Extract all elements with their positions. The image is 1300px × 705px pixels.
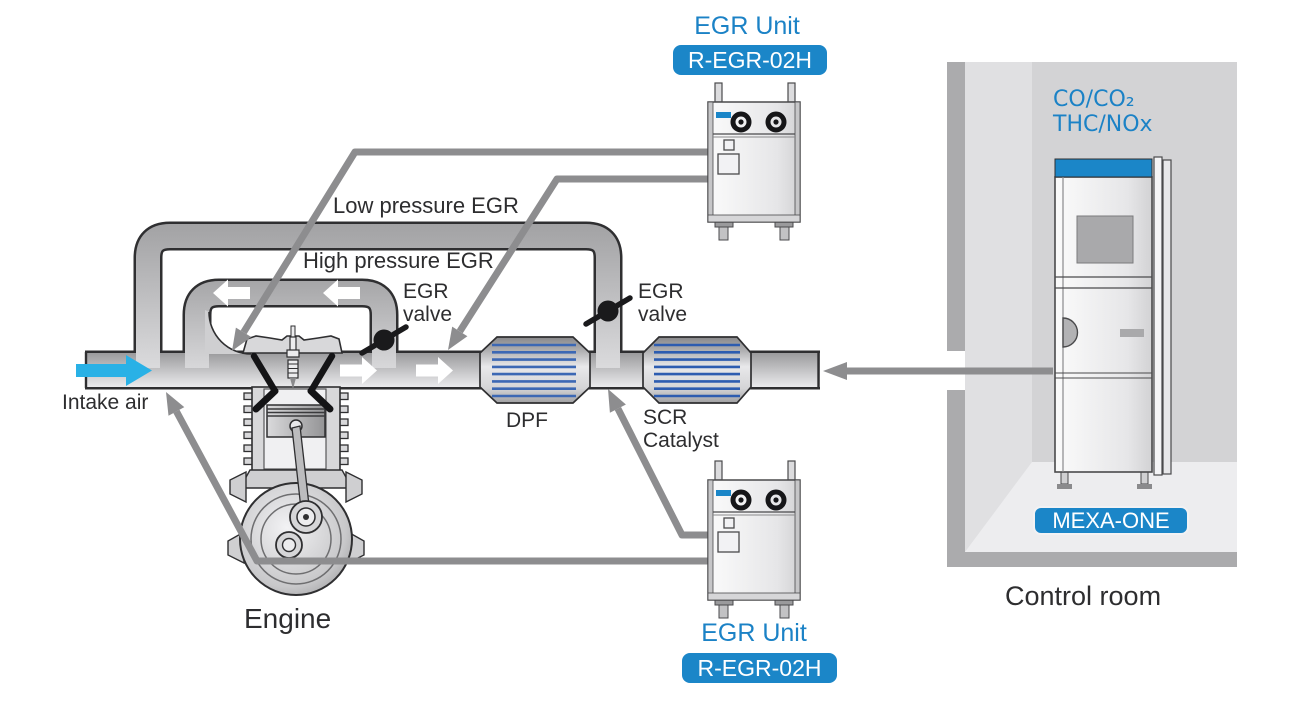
injector-tip: [290, 378, 296, 389]
crank-pin-center: [303, 514, 309, 520]
high-pressure-egr-pipe: [185, 281, 396, 368]
egr-unit-top-model-badge: R-EGR-02H: [673, 45, 827, 75]
analyzer-foot-base: [1057, 484, 1072, 489]
dpf-label: DPF: [506, 409, 548, 432]
engine-injector: [286, 325, 300, 389]
egr-valve-icon: [583, 295, 633, 327]
flow-arrow-right: [416, 357, 453, 384]
engine-illustration: [227, 325, 365, 596]
analyzer-open-door: [1153, 156, 1163, 476]
sample-arrowhead: [166, 392, 185, 416]
hp-egr-merge-fillet: [205, 310, 251, 354]
analyzer-blue-top: [1054, 158, 1153, 178]
sample-line-bottom-unit-intake: [173, 409, 708, 565]
analyzer-door-handle: [1062, 317, 1079, 348]
analyzer-foot-base: [1137, 484, 1152, 489]
engine-cooling-fins: [243, 392, 349, 466]
flow-arrow-left: [213, 279, 250, 307]
control-room-side-wall: [965, 62, 1032, 552]
egr-valve-label-line2: valve: [403, 302, 453, 326]
egr-valve-label-line2: valve: [638, 302, 688, 326]
egr-unit-top-label: EGR Unit: [694, 12, 800, 40]
sample-line-top-unit-exhaust: [456, 175, 708, 334]
low-pressure-egr-label: Low pressure EGR: [333, 193, 519, 218]
egr-unit-device-top: [708, 83, 800, 240]
sampling-arrowheads: [166, 326, 847, 416]
analyzer-foot: [1060, 471, 1069, 485]
sample-line-top-unit-intake: [240, 148, 708, 335]
egr-valve-label-line1: EGR: [403, 280, 449, 303]
intake-air-label: Intake air: [62, 391, 149, 414]
analyzer-screen: [1076, 215, 1134, 264]
scr-catalyst-lines: [654, 343, 740, 398]
sampling-lines: [173, 148, 1053, 565]
analyzer-foot: [1140, 471, 1149, 485]
dpf-component: [479, 336, 591, 404]
crank-counterweight-inner: [281, 537, 297, 553]
control-room: [947, 62, 1237, 567]
egr-unit-bottom-label: EGR Unit: [701, 619, 807, 647]
egr-unit-bottom-model-badge: R-EGR-02H: [682, 653, 837, 683]
egr-valve-label-1: EGR valve: [403, 280, 453, 326]
engine-label: Engine: [244, 603, 332, 634]
engine-valves: [250, 352, 336, 413]
egr-unit-device-bottom: [708, 461, 800, 618]
flow-arrow-left: [323, 279, 360, 307]
control-room-label: Control room: [1005, 581, 1162, 611]
crank-ring: [250, 493, 342, 585]
control-room-wall-frame: [947, 62, 965, 351]
flow-arrow-right: [340, 357, 377, 384]
scr-catalyst-component: [642, 336, 752, 404]
sample-arrowhead: [448, 326, 468, 350]
low-pressure-egr-pipe: [136, 224, 620, 368]
control-room-floor-frame: [947, 552, 1237, 567]
sample-arrowhead: [232, 327, 252, 351]
mexa-one-analyzer-device: [1054, 156, 1172, 489]
sample-arrowhead: [608, 389, 626, 413]
scr-label-line2: Catalyst: [643, 428, 719, 452]
scr-label-line1: SCR: [643, 406, 688, 429]
analyzer-slot: [1120, 329, 1144, 337]
intake-air-arrow: [76, 355, 152, 386]
egr-valve-label-2: EGR valve: [638, 280, 688, 326]
sample-arrowhead: [823, 362, 847, 380]
gases-line1: CO/CO₂: [1053, 87, 1135, 112]
gases-line2: THC/NOx: [1053, 112, 1153, 138]
egr-valve-icon: [359, 324, 409, 356]
control-room-wall-frame: [947, 390, 965, 552]
high-pressure-egr-label: High pressure EGR: [303, 248, 494, 273]
egr-valve-label-line1: EGR: [638, 280, 684, 303]
sample-line-bottom-unit-exhaust: [614, 407, 708, 539]
exhaust-flow-arrows: [213, 279, 453, 384]
dpf-filter-lines: [492, 343, 576, 398]
analyzer-gases-label: CO/CO₂ THC/NOx: [1053, 87, 1153, 138]
scr-catalyst-label: SCR Catalyst: [643, 406, 719, 452]
mexa-one-badge: MEXA-ONE: [1033, 506, 1189, 535]
analyzer-open-door-edge: [1162, 159, 1172, 475]
